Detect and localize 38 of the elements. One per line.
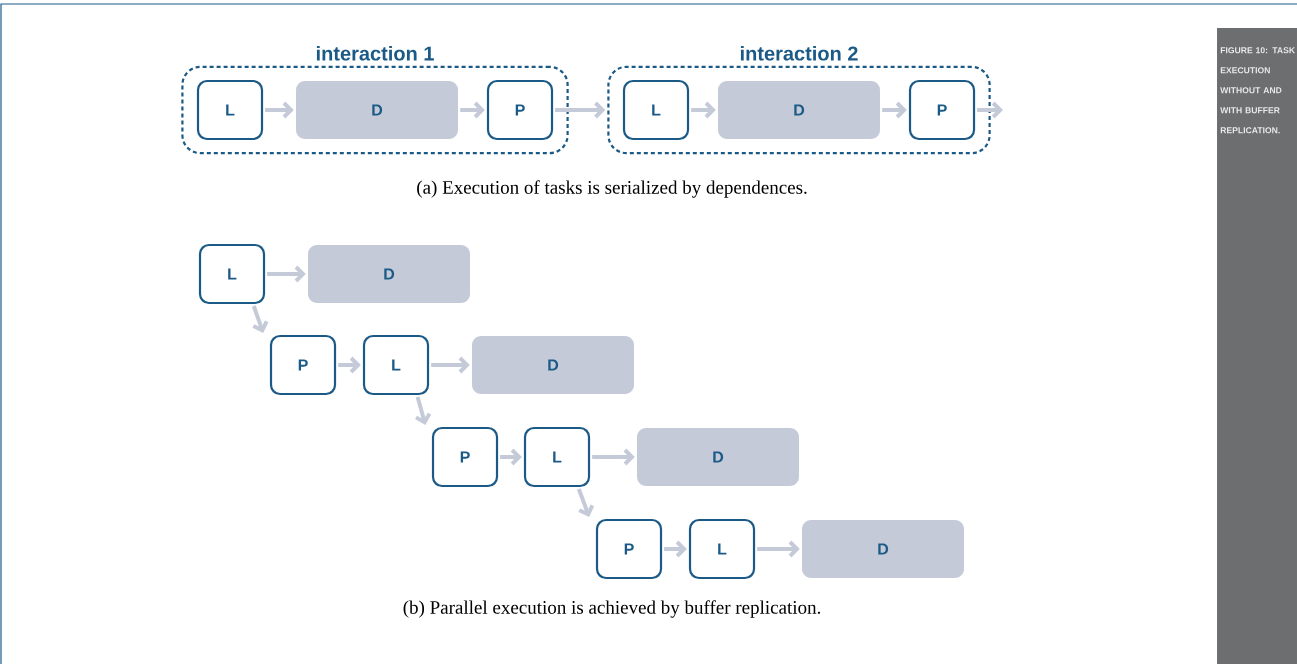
task-box: L xyxy=(622,79,690,141)
arrow xyxy=(977,101,1003,119)
arrow xyxy=(555,101,606,119)
arrow xyxy=(338,356,361,374)
arrow xyxy=(265,101,294,119)
task-box: P xyxy=(431,426,499,488)
task-box: L xyxy=(523,426,591,488)
arrow xyxy=(251,305,269,333)
arrow xyxy=(664,540,687,558)
caption-panel: FIGURE 10: TASK EXECUTION WITHOUT AND WITH BUFFER REPLICATION. xyxy=(1217,28,1297,664)
task-box: L xyxy=(362,334,430,396)
task-box: P xyxy=(269,334,337,396)
task-box: P xyxy=(908,79,976,141)
arrow xyxy=(757,540,800,558)
arrow xyxy=(460,101,485,119)
arrow xyxy=(500,448,522,466)
arrow xyxy=(267,265,306,283)
arrow xyxy=(592,448,635,466)
subfigure-caption: (b) Parallel execution is achieved by buffer replication. xyxy=(403,600,821,618)
data-box: D xyxy=(472,336,634,394)
data-box: D xyxy=(802,520,964,578)
task-box: P xyxy=(595,518,663,580)
task-box: L xyxy=(196,79,264,141)
subfigure-caption: (a) Execution of tasks is serialized by dependences. xyxy=(417,180,807,198)
data-box: D xyxy=(308,245,470,303)
task-box: L xyxy=(688,518,756,580)
data-box: D xyxy=(296,81,458,139)
data-box: D xyxy=(637,428,799,486)
arrow xyxy=(576,488,595,518)
data-box: D xyxy=(718,81,880,139)
arrow xyxy=(691,101,716,119)
arrow xyxy=(882,101,907,119)
group-title: interaction 2 xyxy=(740,45,858,61)
arrow xyxy=(415,396,432,425)
group-title: interaction 1 xyxy=(316,45,434,61)
task-box: L xyxy=(198,243,266,305)
task-box: P xyxy=(486,79,554,141)
arrow xyxy=(431,356,470,374)
